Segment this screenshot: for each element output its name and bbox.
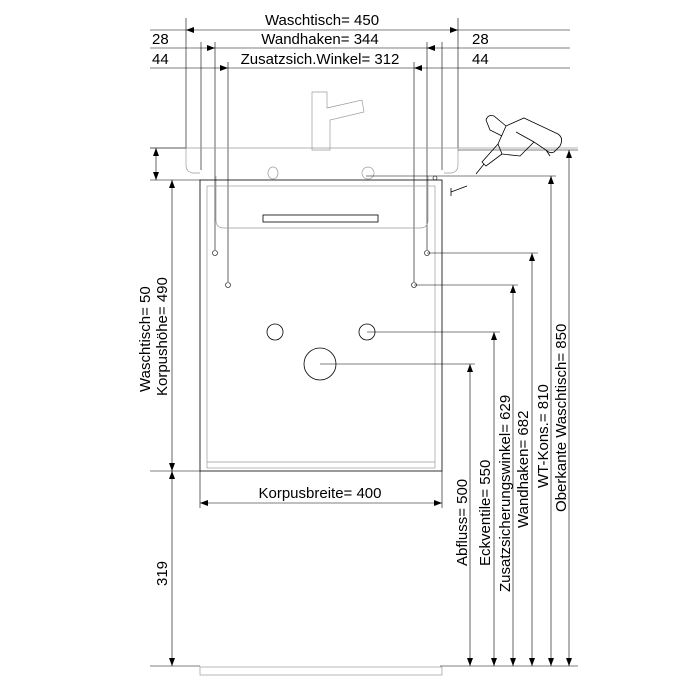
abfluss-label: Abfluss= 500: [454, 479, 471, 566]
waschtisch-height-label: Waschtisch= 50: [137, 286, 154, 392]
right-dimension-lines: [467, 150, 572, 666]
washbasin: [150, 147, 578, 229]
korpushoehe-label: Korpushöhe= 490: [154, 277, 171, 396]
korpusbreite-dimension: [199, 471, 443, 508]
wandhaken-width-label: Wandhaken= 344: [261, 31, 378, 48]
right-offset-28-label: 28: [472, 31, 489, 48]
oberkante-label: Oberkante Waschtisch= 850: [553, 324, 570, 512]
faucet-icon: [311, 91, 365, 151]
leader-lines: [320, 149, 578, 667]
drill-icon: [475, 115, 562, 175]
plumbing-connections: [266, 323, 376, 381]
waschtisch-width-label: Waschtisch= 450: [265, 12, 379, 29]
left-dimension-lines: [150, 147, 200, 667]
korpusbreite-label: Korpusbreite= 400: [258, 485, 381, 502]
wandhaken-height-label: Wandhaken= 682: [515, 411, 532, 528]
eckventile-label: Eckventile= 550: [477, 460, 494, 566]
left-offset-44-label: 44: [152, 51, 169, 68]
bottom-319-label: 319: [154, 561, 171, 586]
right-offset-44-label: 44: [472, 51, 489, 68]
zusatz-winkel-width-label: Zusatzsich.Winkel= 312: [241, 51, 400, 68]
mounting-points: [212, 175, 438, 288]
left-offset-28-label: 28: [152, 31, 169, 48]
cabinet-body: [199, 179, 443, 676]
screw-icon: [450, 185, 468, 196]
wt-kons-label: WT-Kons.= 810: [535, 384, 552, 488]
top-dimension-group: [150, 18, 570, 282]
zusatzsicherungswinkel-label: Zusatzsicherungswinkel= 629: [497, 395, 514, 592]
